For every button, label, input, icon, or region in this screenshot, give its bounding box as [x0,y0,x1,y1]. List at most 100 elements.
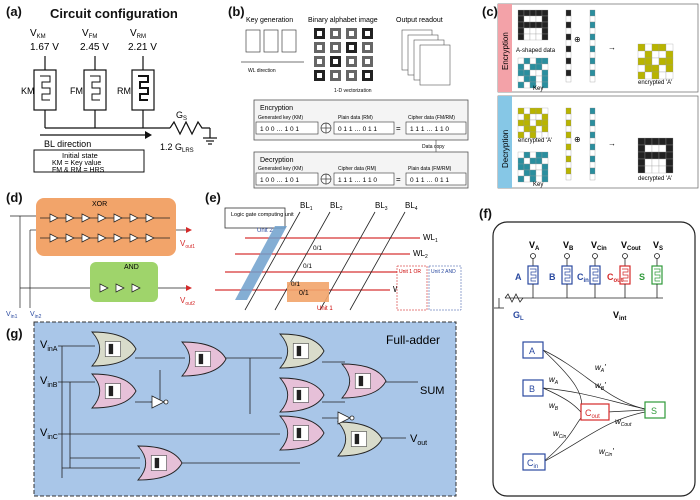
svg-text:⊕: ⊕ [574,35,581,44]
unit2-label: Unit 2 [257,228,273,234]
encryption-band [498,4,512,92]
weight-wcin: wCin [553,429,567,440]
encryption-side-label: Encryption [501,32,510,70]
vector-cell [565,51,572,59]
encryption-example: Encryption Decryption ⊕⊕→→ A-shaped data… [497,3,699,189]
unit1-label: Unit 1 [317,306,333,312]
key-label-dec: Key [533,182,543,188]
full-adder-circuit: Full-adder VinA VinB VinC SUM Vout [33,321,457,497]
xor-buffer [81,213,91,223]
node-a: A [529,346,535,356]
top-node-s: VSS [639,240,663,298]
enc-key-value: 1 0 0 … 1 0 1 [260,126,299,133]
weight-wb-prime: wB' [595,381,606,392]
panel-d: (d) XOR AND Vout1 Vout2 Vin1 Vin2 [0,190,205,320]
vector-cell [589,137,596,145]
unit1-or-label: Unit 1 OR [399,269,421,275]
bl-direction-label: BL direction [44,139,91,149]
encrypted-grid [637,43,674,80]
vector-cell [589,57,596,65]
vector-cell [589,21,596,29]
vector-cell [565,155,572,163]
xor-buffer [113,233,123,243]
decrypted-a-label: decrypted 'A' [638,176,672,182]
initial-state-line2: FM & RM = HRS [52,167,105,174]
keygen-mini-circuit [241,29,304,63]
weight-wb: wB [549,401,559,412]
gate-and-6 [278,415,325,451]
xor-buffer [145,213,155,223]
vector-cell [589,39,596,47]
encrypted-a-label-dec: encrypted 'A' [518,138,552,144]
vector-cell [565,39,572,47]
circuit-schematic: VKM 1.67 V VFM 2.45 V VRM 2.21 V [21,28,217,174]
dec-key-label: Generated key (KM) [258,166,303,172]
device-km-label: KM [21,86,35,96]
vector-cell [589,75,596,83]
vector-cell [565,33,572,41]
xor-buffer [65,233,75,243]
xor-label: XOR [92,201,107,208]
gate-and-5 [136,445,183,481]
vector-cell [589,131,596,139]
v-km-name: V [30,28,37,39]
encryption-title: Encryption [260,105,293,112]
vector-cell [589,63,596,71]
xor-buffer [129,233,139,243]
gate-or-2 [278,333,325,369]
vin2-label: Vin2 [30,311,42,320]
vector-cell [565,131,572,139]
vector-cell [565,113,572,121]
svg-text:VKM: VKM [30,28,46,40]
and-block [90,262,158,302]
gate-and-2 [180,341,227,377]
vector-cell [565,167,572,175]
svg-text:=: = [396,175,401,184]
initial-state-line1: KM = Key value [52,160,101,167]
panel-label-b: (b) [228,4,245,19]
svg-text:=: = [396,124,401,133]
xor-buffer [97,233,107,243]
weight-wcin-prime: wCin' [599,447,614,458]
a-shaped-data-grid [517,9,549,41]
vout2-label: Vout2 [180,296,195,307]
memristor-rm [131,69,155,111]
gate-or-1 [90,331,137,367]
vector-cell [589,27,596,35]
memristor-fm [83,69,107,111]
wl-label-1: WL1 [423,233,438,244]
alphabet-grid [314,28,373,81]
cell-label-3: 0/1 [291,281,300,288]
wl-direction: WL direction [248,68,276,74]
svg-text:→: → [608,139,616,148]
top-node-device: B [549,272,556,282]
bl-label-3: BL3 [375,201,388,212]
key-grid-dec [517,151,549,183]
vector-cell [589,51,596,59]
encryption-scheme: Key generation Binary alphabet image Out… [241,17,469,189]
xor-buffer [65,213,75,223]
vector-cell [589,15,596,23]
unit1-highlight [287,282,329,302]
vector-cell [565,57,572,65]
encrypted-grid-dec [517,107,549,139]
col-binary: Binary alphabet image [308,17,378,24]
a-shaped-label: A-shaped data [516,48,556,54]
gate-and-4 [340,363,387,399]
voltage-km: VKM 1.67 V [30,28,59,53]
circuit-title: Circuit configuration [50,6,178,21]
logic-unit-box [224,207,286,229]
enc-cipher-label: Cipher data (FM/RM) [408,115,455,121]
decryption-side-label: Decryption [501,130,510,168]
cell-label-2: 0/1 [303,263,312,270]
vector-cell [565,21,572,29]
panel-b: (b) Key generation Binary alphabet image… [226,0,474,190]
data-copy-label: Data copy [422,144,445,150]
panel-label-f: (f) [479,206,492,221]
vector-cell [589,69,596,77]
v-rm-value: 2.21 V [128,42,157,53]
svg-text:→: → [608,43,616,52]
vector-cell [565,137,572,145]
